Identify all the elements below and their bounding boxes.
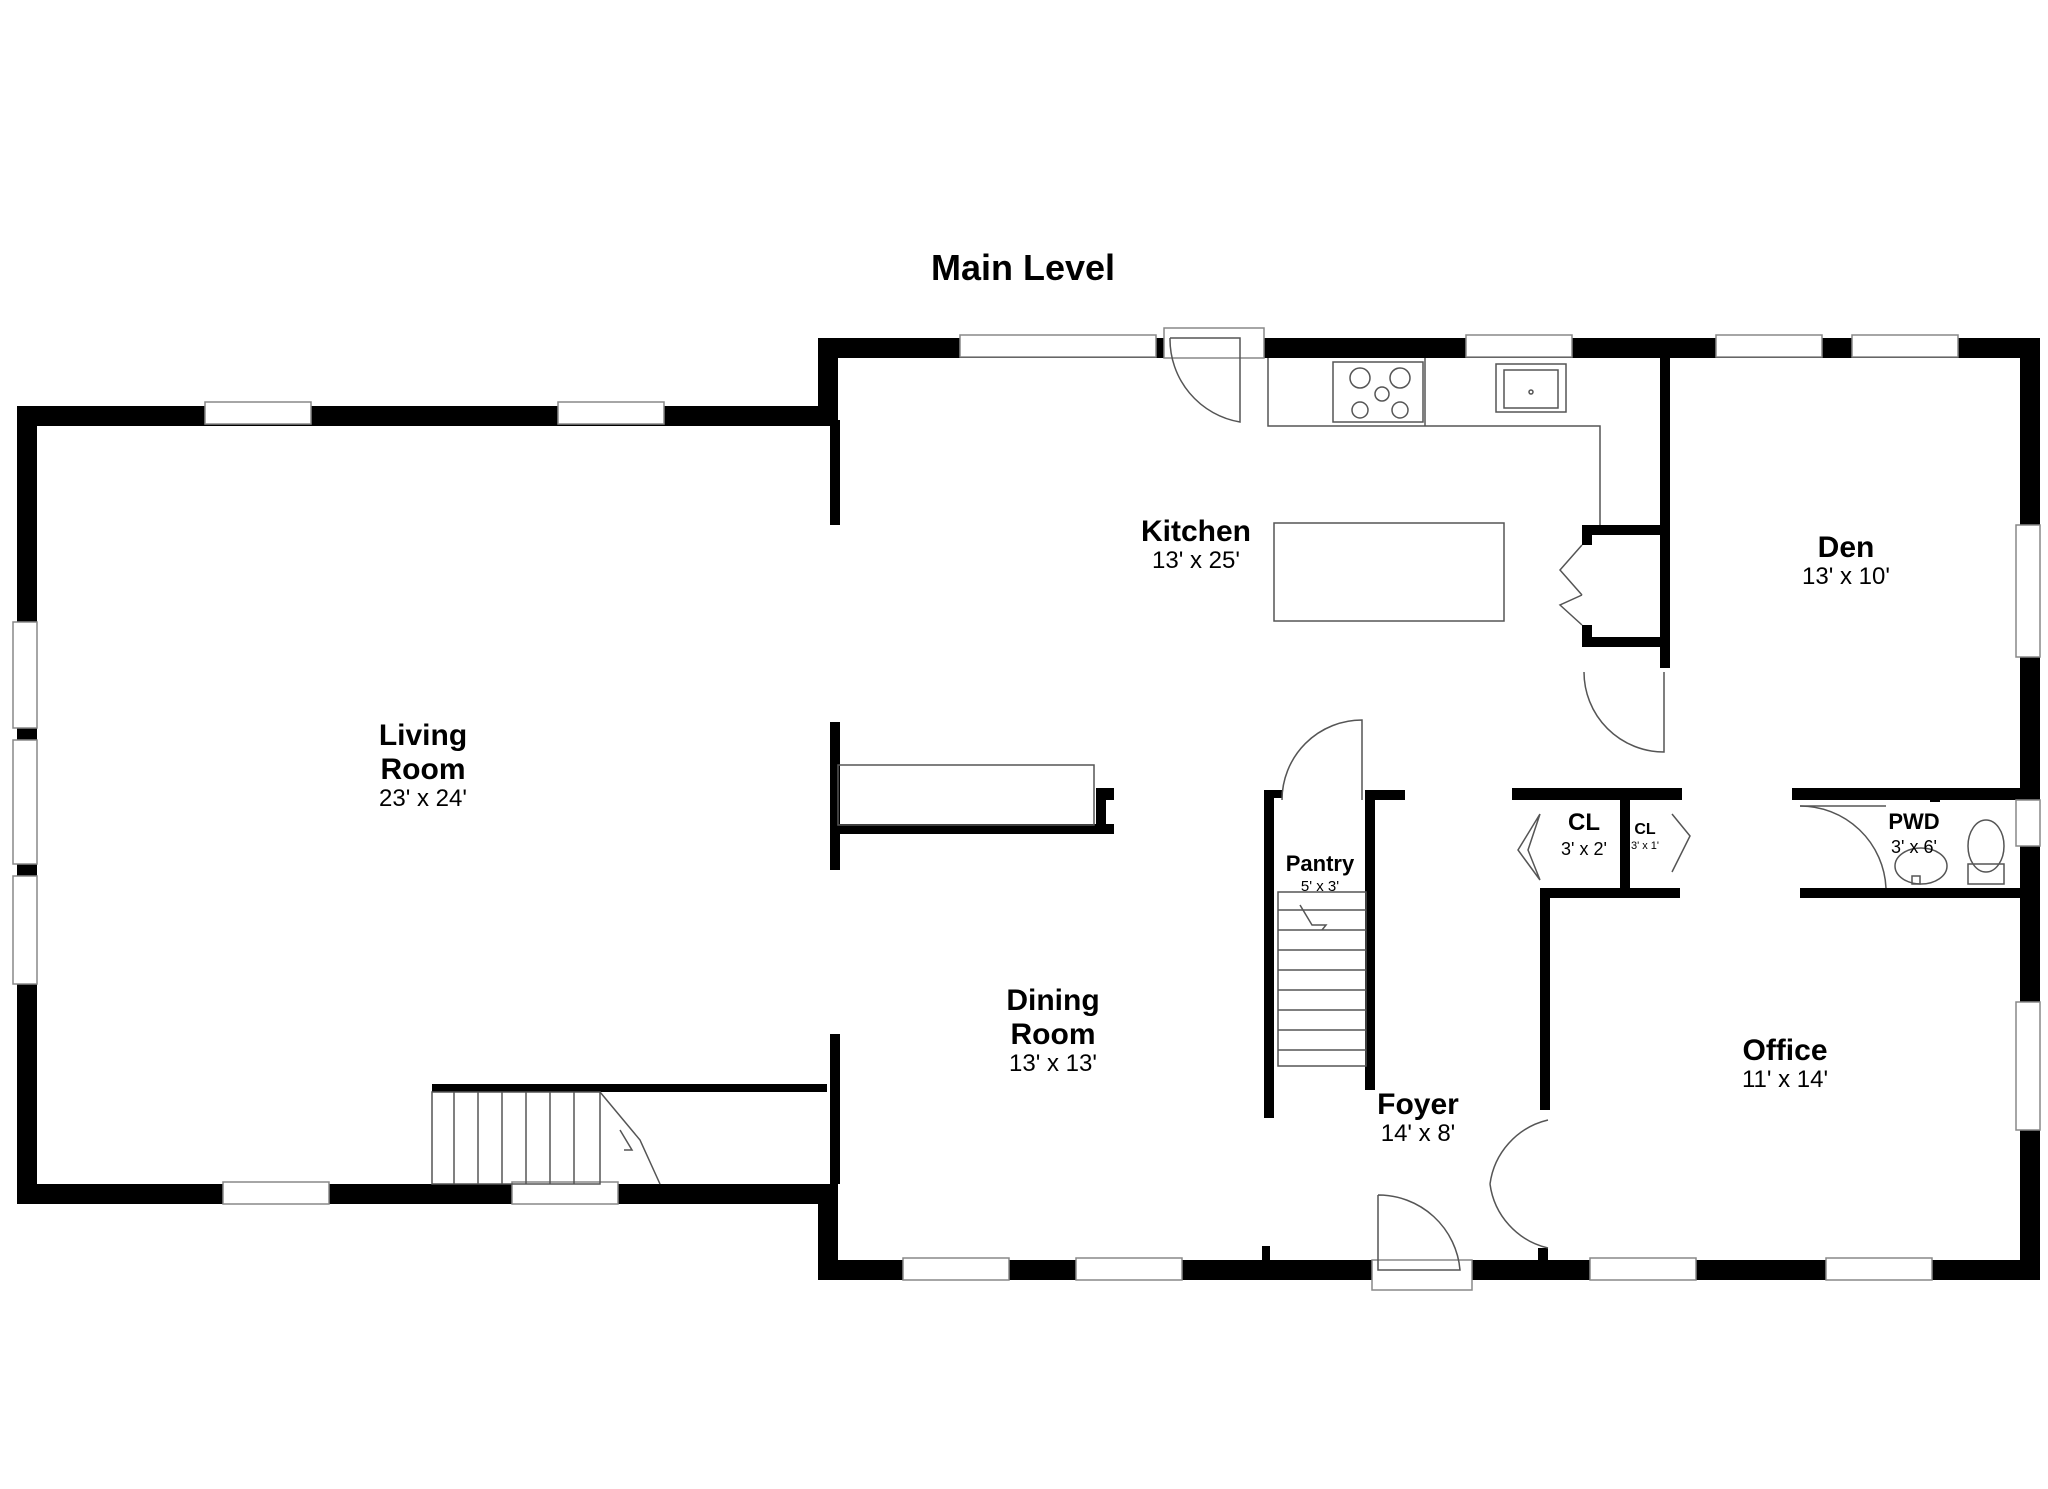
room-office: Office 11' x 14'	[1742, 1034, 1828, 1093]
room-size: 5' x 3'	[1301, 878, 1339, 895]
room-pantry: Pantry 5' x 3'	[1286, 851, 1355, 895]
room-size: 3' x 1'	[1631, 840, 1659, 852]
room-name: Room	[381, 753, 466, 786]
stair-icon	[431, 1091, 661, 1185]
room-name: Kitchen	[1141, 515, 1251, 548]
exterior-walls	[17, 338, 2040, 1280]
stove-icon	[1332, 361, 1424, 423]
room-size: 13' x 25'	[1152, 547, 1240, 574]
doors	[1163, 327, 1887, 1291]
room-size: 23' x 24'	[379, 785, 467, 812]
kitchen-island	[1273, 522, 1505, 622]
room-dining: Dining Room 13' x 13'	[1006, 984, 1099, 1077]
room-name: CL	[1568, 809, 1600, 836]
room-name: Dining	[1006, 984, 1099, 1017]
room-foyer: Foyer 14' x 8'	[1377, 1088, 1459, 1147]
room-den: Den 13' x 10'	[1802, 531, 1890, 590]
builtin-shelf	[837, 764, 1095, 826]
room-living: Living Room 23' x 24'	[379, 719, 467, 812]
room-closet: CL 3' x 2'	[1561, 809, 1607, 859]
room-name: Living	[379, 719, 467, 752]
room-size: 3' x 2'	[1561, 839, 1607, 859]
room-name: Den	[1818, 531, 1875, 564]
room-size: 11' x 14'	[1742, 1066, 1828, 1093]
room-powder: PWD 3' x 6'	[1888, 809, 1939, 857]
room-closet: CL 3' x 1'	[1631, 821, 1659, 852]
room-size: 3' x 6'	[1891, 837, 1937, 857]
windows	[12, 334, 2041, 1281]
vanity-sink-icon	[1894, 847, 1948, 885]
interior-walls	[432, 358, 2040, 1260]
room-size: 13' x 10'	[1802, 563, 1890, 590]
toilet-icon	[1967, 819, 2005, 885]
room-name: Foyer	[1377, 1088, 1459, 1121]
room-name: PWD	[1888, 809, 1939, 834]
room-name: Room	[1011, 1018, 1096, 1051]
sink-icon	[1495, 363, 1567, 413]
stair-icon	[1277, 891, 1367, 1067]
plan-title: Main Level	[931, 247, 1115, 288]
kitchen-counter	[1267, 358, 1601, 525]
room-name: Pantry	[1286, 851, 1355, 876]
room-size: 13' x 13'	[1009, 1050, 1097, 1077]
room-name: Office	[1742, 1034, 1827, 1067]
room-size: 14' x 8'	[1381, 1120, 1456, 1147]
room-kitchen: Kitchen 13' x 25'	[1141, 515, 1251, 574]
room-name: CL	[1634, 821, 1656, 838]
